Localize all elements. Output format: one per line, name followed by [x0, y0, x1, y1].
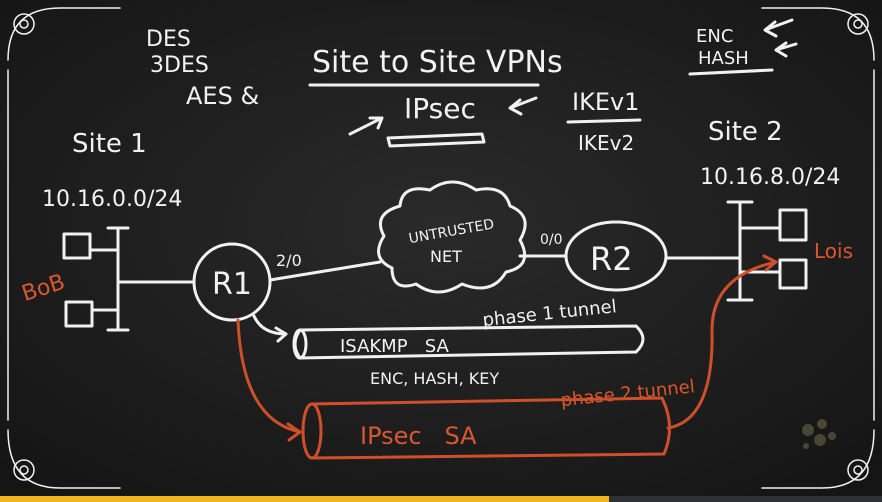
phase1-details: ENC, HASH, KEY: [370, 369, 499, 388]
logo-watermark: [802, 419, 836, 449]
router-r1: [192, 242, 272, 322]
arrow-r1-phase2: [236, 318, 302, 442]
phase2-tunnel-label: IPsec SA: [360, 422, 477, 450]
phase1-tunnel-label: ISAKMP SA: [340, 336, 449, 357]
site2-label: Site 2: [708, 117, 783, 147]
arrow-phase2-site2: [666, 254, 778, 430]
frame-ornament: [7, 7, 875, 489]
router-r1-label: R1: [212, 267, 252, 302]
tunnel-end: [301, 402, 323, 460]
arrow-r1-phase1: [252, 314, 288, 343]
cipher-label: AES &: [186, 82, 259, 110]
ike-underline: [566, 118, 642, 124]
phase1-tunnel: [293, 324, 645, 360]
arrow-icon: [508, 96, 538, 116]
hash-underline: [688, 68, 774, 76]
site1-label: Site 1: [72, 129, 147, 159]
arrow-icon: [763, 18, 794, 38]
site1-subnet: 10.16.0.0/24: [42, 187, 182, 212]
cipher-label: 3DES: [150, 53, 209, 78]
page-title: Site to Site VPNs: [312, 45, 563, 80]
enc-label: ENC: [696, 26, 733, 47]
untrusted-cloud: [377, 180, 527, 294]
ike-v1-label: IKEv1: [572, 88, 639, 116]
host-icon: [62, 232, 92, 260]
video-progress-bar[interactable]: [0, 496, 882, 502]
phase2-tunnel: [310, 396, 671, 460]
router-r2-label: R2: [590, 240, 633, 278]
ipsec-label: IPsec: [404, 92, 476, 125]
host-icon: [64, 300, 94, 328]
site2-subnet: 10.16.8.0/24: [700, 165, 840, 190]
arrow-icon: [348, 116, 384, 136]
cloud-label: NET: [430, 247, 462, 266]
arrow-icon: [774, 41, 798, 58]
video-progress-fill: [0, 496, 609, 502]
host-icon: [778, 208, 808, 242]
host-icon: [778, 258, 808, 290]
r2-port-label: 0/0: [540, 232, 563, 248]
site2-user: Lois: [814, 239, 853, 263]
ipsec-underline: [386, 132, 486, 148]
tunnel-end: [292, 328, 308, 360]
r1-port-label: 2/0: [276, 251, 302, 270]
hash-label: HASH: [698, 48, 749, 69]
router-r2: [564, 220, 668, 292]
cipher-label: DES: [146, 27, 191, 52]
ike-v2-label: IKEv2: [578, 131, 634, 155]
link-r1-cloud: [268, 260, 382, 282]
